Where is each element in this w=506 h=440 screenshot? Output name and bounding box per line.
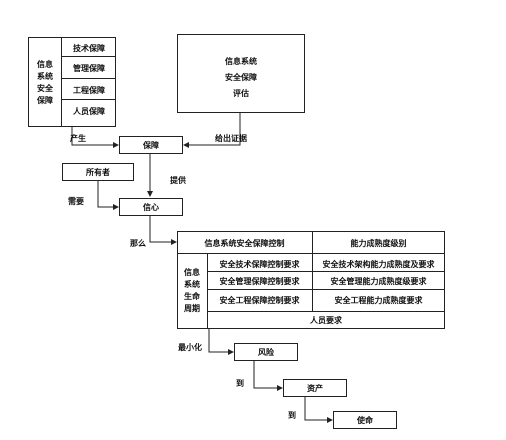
assurance-control-table xyxy=(177,231,445,329)
divider xyxy=(207,271,445,272)
risk-node xyxy=(234,343,298,361)
confidence-label: 信心 xyxy=(143,202,159,212)
assessment-line-3: 评估 xyxy=(233,88,249,98)
mission-label: 使命 xyxy=(357,415,373,425)
edge-then xyxy=(149,216,177,245)
asset-label: 资产 xyxy=(307,383,323,393)
divider xyxy=(62,78,116,79)
tech-assurance-label: 技术保障 xyxy=(73,43,105,53)
edge-label-produce: 产生 xyxy=(70,133,86,143)
edge-need xyxy=(97,181,119,210)
edge-label-to-asset: 到 xyxy=(236,378,244,388)
guarantee-label: 保障 xyxy=(143,140,159,150)
engineering-assurance-label: 工程保障 xyxy=(73,85,105,95)
divider xyxy=(62,99,116,100)
assessment-line-1: 信息系统 xyxy=(225,56,257,66)
table-header-right: 能力成熟度级别 xyxy=(350,238,407,248)
row-personnel: 人员要求 xyxy=(310,315,342,325)
edge-label-provide: 提供 xyxy=(170,175,186,185)
row-tech-right: 安全技术架构能力成熟度及要求 xyxy=(322,259,435,269)
personnel-assurance-label: 人员保障 xyxy=(73,106,105,116)
guarantee-node xyxy=(119,136,183,154)
assurance-vertical-label: 信息 系统 安全 保障 xyxy=(37,59,53,105)
risk-label: 风险 xyxy=(258,347,274,357)
row-management-right: 安全管理能力成熟度级要求 xyxy=(330,276,427,286)
edge-to-mission xyxy=(304,397,333,423)
lifecycle-vertical-label: 信息 系统 生命 周期 xyxy=(184,267,200,313)
row-tech-left: 安全技术保障控制要求 xyxy=(219,259,300,269)
edge-label-then: 那么 xyxy=(130,238,146,248)
divider xyxy=(177,253,445,254)
divider xyxy=(207,289,445,290)
edge-label-need: 需要 xyxy=(68,196,84,206)
divider xyxy=(207,311,445,312)
edge-minimize xyxy=(208,329,234,355)
owner-label: 所有者 xyxy=(86,167,110,177)
edge-label-minimize: 最小化 xyxy=(178,342,202,352)
asset-node xyxy=(283,379,347,397)
assessment-line-2: 安全保障 xyxy=(225,72,257,82)
divider xyxy=(62,56,116,57)
edge-give-evidence xyxy=(183,113,241,148)
edge-label-give-evidence: 给出证据 xyxy=(215,133,247,143)
edge-to-asset xyxy=(253,361,283,391)
edge-label-to-mission: 到 xyxy=(288,410,296,420)
table-header-left: 信息系统安全保障控制 xyxy=(204,238,285,248)
assurance-assessment-box xyxy=(177,34,305,113)
owner-node xyxy=(62,163,134,181)
row-engineering-right: 安全工程能力成熟度要求 xyxy=(334,295,423,305)
management-assurance-label: 管理保障 xyxy=(73,63,105,73)
edge-produce xyxy=(71,127,119,148)
row-management-left: 安全管理保障控制要求 xyxy=(219,276,300,286)
divider xyxy=(207,253,208,329)
mission-node xyxy=(333,411,397,429)
assurance-vertical-cell xyxy=(28,37,62,127)
row-engineering-left: 安全工程保障控制要求 xyxy=(219,295,300,305)
confidence-node xyxy=(119,198,183,216)
